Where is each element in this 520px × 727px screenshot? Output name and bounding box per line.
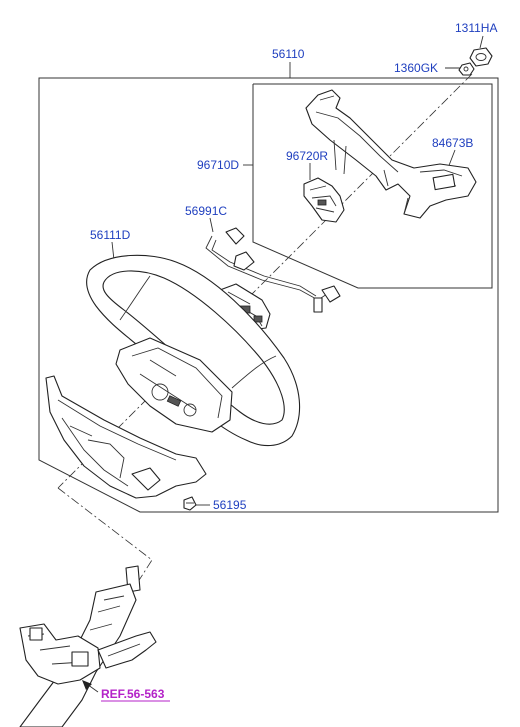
label-84673B: 84673B	[432, 136, 473, 150]
lower-cover	[45, 375, 207, 499]
steering-wheel-56111D	[86, 254, 301, 447]
reference-arrow	[82, 680, 92, 690]
label-56991C: 56991C	[185, 204, 227, 218]
label-96720R: 96720R	[286, 149, 328, 163]
label-56111D: 56111D	[90, 228, 131, 242]
subassembly-frame	[252, 83, 493, 289]
label-96710D: 96710D	[197, 158, 239, 172]
steering-column	[19, 565, 157, 727]
clock-spring-cable-56991C	[205, 227, 341, 313]
switch-96720R	[303, 177, 345, 223]
nut-1311HA	[469, 47, 493, 67]
label-1360GK: 1360GK	[394, 61, 438, 75]
label-56110: 56110	[272, 47, 305, 61]
remote-bracket-96710D	[305, 89, 477, 219]
label-56195: 56195	[213, 498, 247, 512]
screw-56195	[183, 496, 197, 511]
leader-1311HA	[479, 35, 484, 49]
assembly-frame	[38, 77, 499, 513]
nut-1360GK	[458, 62, 475, 76]
label-ref-56-563[interactable]: REF.56-563	[101, 687, 165, 701]
label-1311HA: 1311HA	[455, 21, 497, 35]
leader-56991C	[209, 217, 214, 233]
leader-56111D	[111, 241, 115, 261]
